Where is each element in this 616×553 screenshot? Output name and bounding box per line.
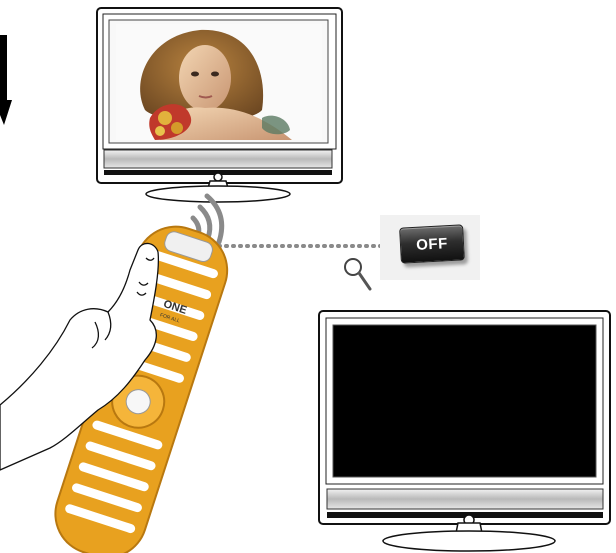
tv-off-icon (319, 311, 610, 551)
magnifier-icon (345, 259, 370, 289)
tv-on-icon (97, 8, 342, 202)
tv-screen-woman-image (116, 24, 322, 140)
left-arrow-fragment (0, 35, 12, 125)
off-button[interactable]: OFF (399, 224, 465, 263)
